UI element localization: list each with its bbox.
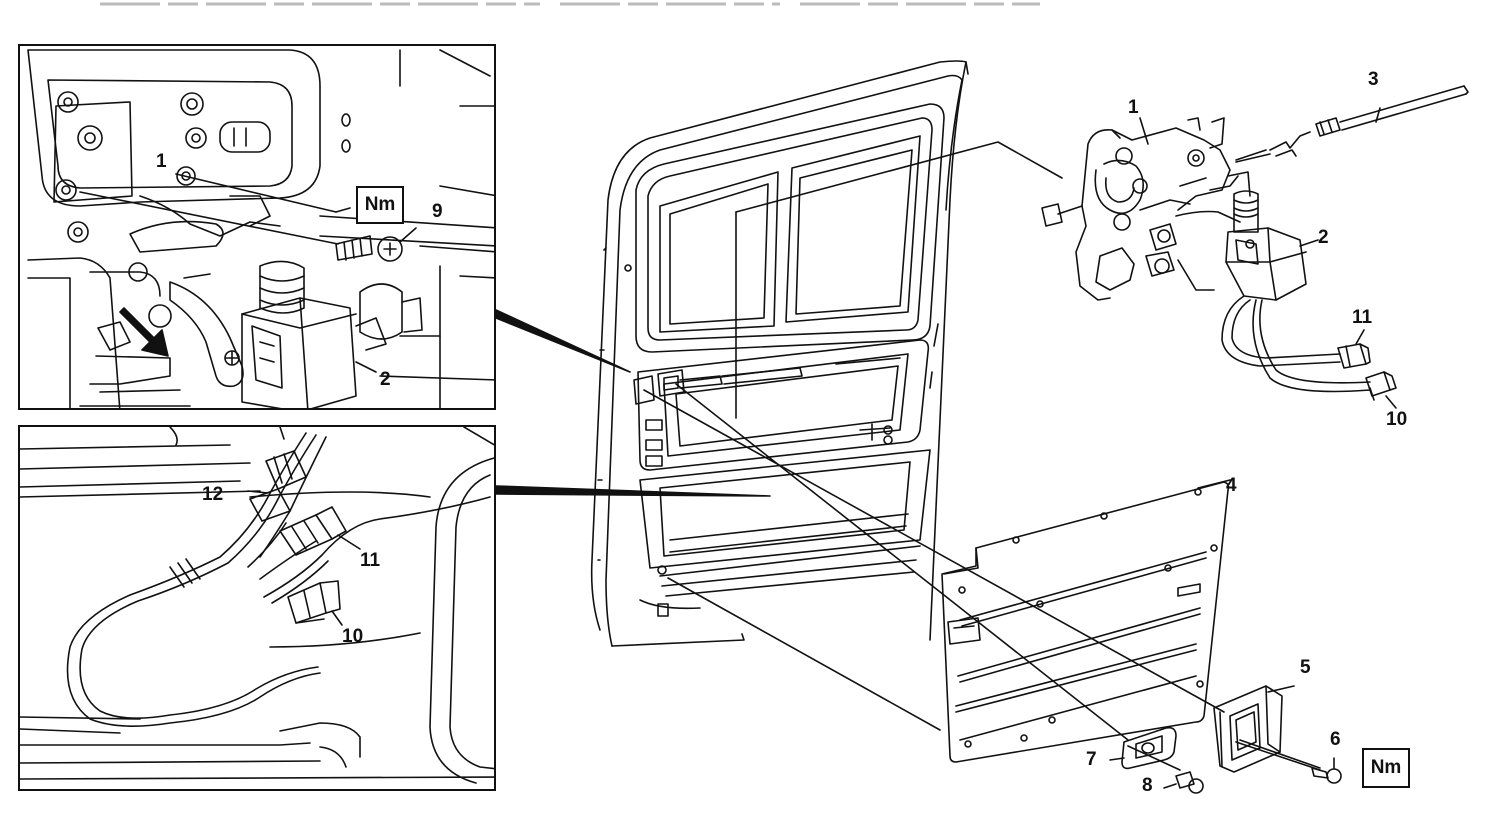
inset-connector-closeup: 12 11 10	[18, 425, 496, 791]
handle-bezel	[1213, 685, 1321, 773]
label-part-6: 6	[1330, 729, 1341, 750]
label-part-1: 1	[1128, 97, 1139, 118]
label-part-7: 7	[1086, 749, 1097, 770]
label-part-4: 4	[1226, 475, 1237, 496]
label-part-8: 8	[1142, 775, 1153, 796]
cropped-header-remnant	[100, 2, 1040, 6]
screw-part-8	[1163, 771, 1204, 794]
inset-label-part-9: 9	[432, 201, 443, 222]
label-part-11: 11	[1352, 307, 1373, 328]
pull-cup	[1109, 726, 1177, 770]
inset-actuator-closeup: 1 9 2 Nm	[18, 44, 496, 410]
torque-symbol-inset-text: Nm	[364, 194, 396, 215]
torque-symbol-inset: Nm	[356, 186, 404, 224]
label-part-2: 2	[1318, 227, 1329, 248]
label-part-10: 10	[1386, 409, 1408, 430]
inset-label-part-12: 12	[202, 484, 224, 505]
exploded-leader-lines	[643, 141, 1321, 771]
latch-assembly	[1041, 117, 1267, 301]
torque-symbol-main: Nm	[1362, 748, 1410, 788]
label-part-5: 5	[1300, 657, 1311, 678]
inset-label-part-1: 1	[156, 151, 167, 172]
inset-actuator-drawing	[27, 49, 494, 408]
screw-part-6	[1311, 757, 1342, 784]
inset-connector-drawing	[20, 427, 494, 784]
inset-label-part-2: 2	[380, 369, 391, 390]
inset-label-part-10: 10	[342, 626, 364, 647]
torque-symbol-main-text: Nm	[1370, 757, 1402, 778]
callout-wedge-bottom	[495, 485, 771, 497]
inset-label-part-11: 11	[360, 550, 381, 571]
trim-panel	[941, 479, 1231, 763]
rear-door-shell	[590, 60, 969, 647]
lock-actuator	[1139, 107, 1397, 409]
cable-rod	[1269, 85, 1469, 157]
label-part-3: 3	[1368, 69, 1379, 90]
callout-wedge-top	[495, 309, 631, 373]
